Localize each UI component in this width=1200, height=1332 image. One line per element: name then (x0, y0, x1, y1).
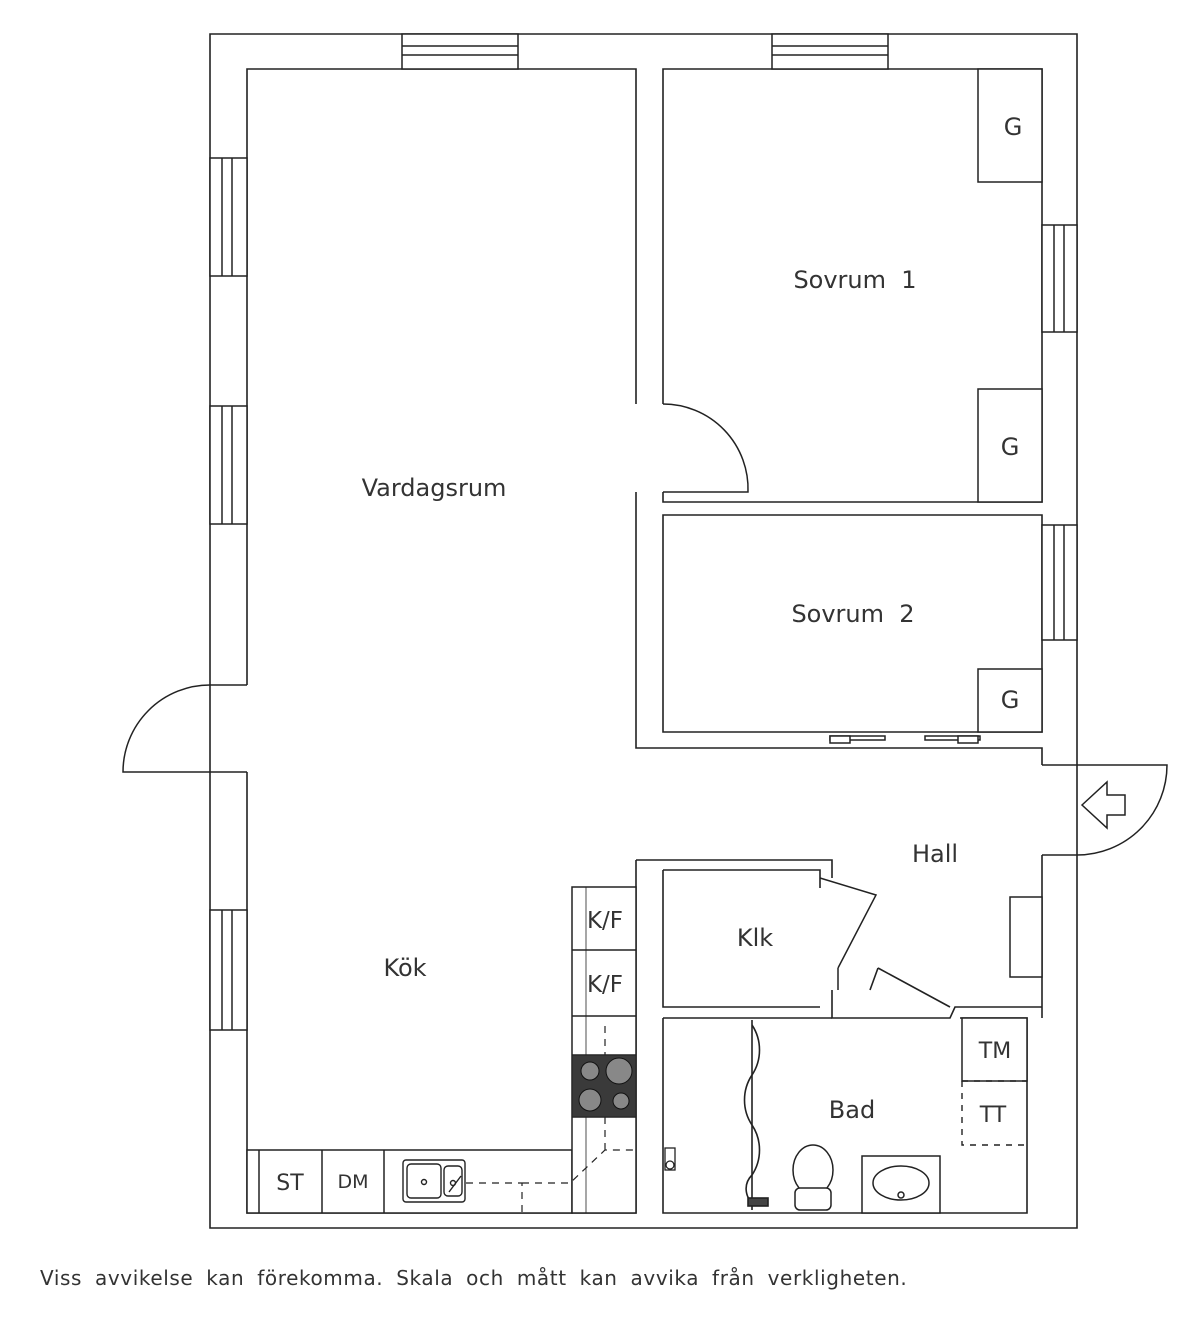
washing-machine (961, 1017, 1028, 1082)
disclaimer-text: Viss avvikelse kan förekomma. Skala och … (40, 1266, 908, 1290)
floor-plan: Vardagsrum Sovrum 1 Sovrum 2 Kök Hall Kl… (122, 33, 1168, 1229)
hall-wall (1042, 764, 1077, 856)
dryer-label: TT (979, 1103, 1007, 1128)
room-label-sovrum-2: Sovrum 2 (791, 600, 914, 628)
wardrobe-label-2: G (1001, 433, 1020, 461)
door-left-swing (122, 684, 211, 773)
door-bedroom1-swing (662, 403, 749, 493)
wardrobe-label-1: G (1004, 113, 1023, 141)
room-label-vardagsrum: Vardagsrum (362, 474, 507, 502)
window-right-2 (1041, 524, 1078, 641)
room-label-kok: Kök (383, 954, 426, 982)
window-top-right (771, 33, 889, 70)
room-label-klk: Klk (737, 924, 773, 952)
door-closet-swing (819, 877, 878, 990)
window-left-2 (209, 405, 248, 525)
hall-radiator (1009, 896, 1043, 978)
left-door-opening (210, 684, 247, 773)
shower-curtain-icon (743, 1020, 769, 1210)
window-right-1 (1041, 224, 1078, 333)
storage-label: ST (276, 1171, 304, 1196)
window-left-3 (209, 909, 248, 1031)
living-room-walls (246, 68, 1043, 1214)
outer-wall (209, 33, 1078, 1229)
fridge-freezer-label-1: K/F (587, 908, 623, 934)
shower-tap-icon (664, 1147, 676, 1171)
counter-right (571, 886, 637, 1214)
washing-machine-label: TM (978, 1039, 1011, 1064)
window-left-1 (209, 157, 248, 277)
entry-arrow-icon (1080, 780, 1126, 830)
dishwasher-label: DM (337, 1171, 368, 1193)
room-label-hall: Hall (912, 840, 958, 868)
sliding-door-right (924, 735, 981, 741)
stove-icon (571, 1054, 637, 1118)
room-label-sovrum-1: Sovrum 1 (793, 266, 916, 294)
wardrobe-1 (977, 68, 1043, 183)
dryer-dashed (961, 1080, 1027, 1146)
closet-walls (636, 859, 1042, 1019)
room-label-bad: Bad (829, 1096, 875, 1124)
kitchen-sink-icon (402, 1159, 466, 1203)
door-entry-swing (1076, 764, 1168, 856)
wardrobe-2 (977, 388, 1043, 503)
toilet-icon (792, 1144, 834, 1211)
fridge-freezer-label-2: K/F (587, 972, 623, 998)
bathroom-sink-icon (861, 1155, 941, 1214)
wardrobe-label-3: G (1001, 686, 1020, 714)
window-top-left (401, 33, 519, 70)
bath-door (869, 967, 951, 1008)
wardrobe-3 (977, 668, 1043, 733)
